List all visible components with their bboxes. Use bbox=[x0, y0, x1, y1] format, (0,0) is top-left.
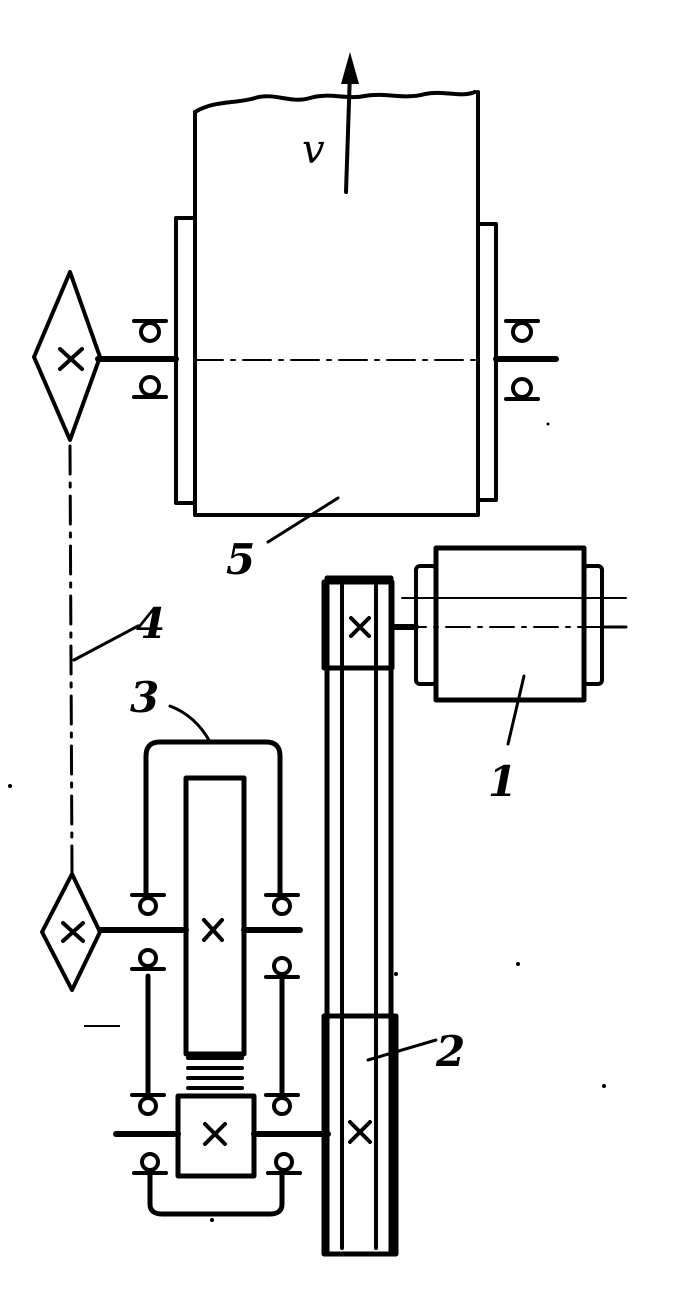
velocity-arrow bbox=[341, 52, 359, 194]
chain-label: 4 bbox=[136, 599, 165, 648]
chain bbox=[68, 444, 74, 874]
motor-label: 1 bbox=[488, 757, 517, 806]
motor-leader bbox=[506, 674, 526, 746]
belt-drive-label: 2 bbox=[435, 1027, 465, 1076]
drum-label: 5 bbox=[226, 535, 255, 584]
gearbox bbox=[97, 739, 331, 1217]
drum bbox=[174, 90, 498, 517]
chain-sprocket-upper bbox=[32, 270, 102, 442]
drum-bearing-left bbox=[132, 319, 168, 399]
gearbox-leader bbox=[168, 704, 212, 744]
belt-drive bbox=[321, 575, 399, 1257]
scan-specks bbox=[8, 422, 606, 1222]
belt-leader bbox=[366, 1038, 438, 1062]
gearbox-bearings bbox=[130, 893, 302, 1175]
gearbox-label: 3 bbox=[130, 673, 159, 722]
velocity-label: v bbox=[302, 127, 325, 173]
drum-bearing-right bbox=[504, 319, 540, 401]
drum-leader bbox=[266, 496, 340, 544]
chain-sprocket-lower bbox=[40, 872, 102, 992]
motor bbox=[389, 545, 628, 703]
chain-leader bbox=[72, 624, 140, 662]
